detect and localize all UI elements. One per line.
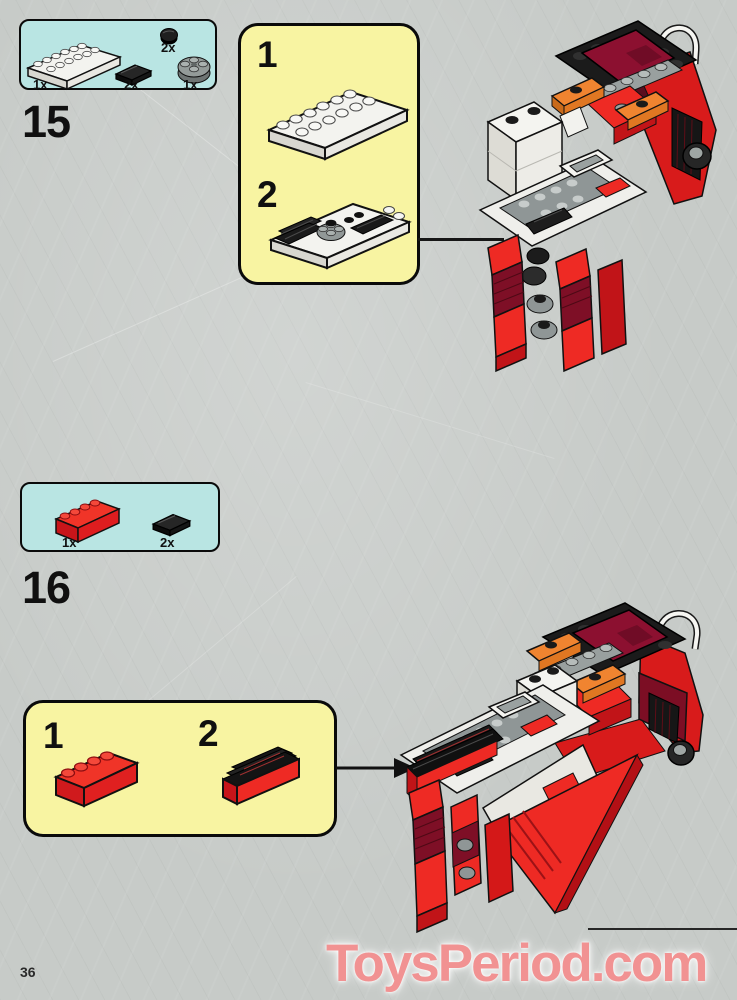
- footer-rule: [588, 928, 737, 930]
- black-tile-1x2-graphic: [151, 513, 192, 537]
- model-preview-step-16: [399, 602, 704, 934]
- substep-number: 2: [198, 713, 219, 754]
- substep-2-brick-tiles-graphic: [221, 746, 301, 806]
- step-number-16: 16: [22, 562, 71, 613]
- callout-arrow: [336, 758, 416, 778]
- part-qty: 1x: [183, 77, 198, 92]
- model-preview-step-15: [478, 20, 717, 373]
- substep-number: 1: [43, 715, 64, 756]
- substep-number: 2: [257, 174, 278, 215]
- page-number: 36: [20, 964, 36, 980]
- substep-2-assembly-graphic: [268, 202, 412, 270]
- substep-1-plate-graphic: [266, 89, 410, 161]
- callout-leader-line: [418, 238, 504, 241]
- substeps-callout-step-16: 1 2: [23, 700, 337, 837]
- substep-number: 1: [257, 34, 278, 75]
- scratch-mark: [305, 382, 555, 459]
- black-round-plate-1x1-graphic: [160, 28, 178, 45]
- part-qty: 2x: [161, 40, 176, 55]
- part-qty: 1x: [33, 77, 48, 92]
- part-qty: 2x: [124, 77, 139, 92]
- scratch-mark: [143, 575, 297, 706]
- substep-1-red-brick-graphic: [53, 751, 140, 808]
- gray-round-plate-2x2-graphic: [177, 56, 211, 84]
- black-tile-1x2-graphic: [114, 64, 153, 86]
- parts-callout-step-15: 1x 2x 2x 1x: [19, 19, 217, 92]
- watermark: ToysPeriod.com: [326, 934, 708, 993]
- substeps-callout-step-15: 1 2: [238, 23, 420, 285]
- parts-callout-step-16: 1x 2x: [20, 482, 220, 552]
- part-qty: 2x: [160, 535, 175, 550]
- part-qty: 1x: [62, 535, 77, 550]
- step-number-15: 15: [22, 96, 71, 147]
- white-plate-2x6-graphic: [25, 42, 123, 91]
- red-brick-1x4-graphic: [54, 499, 121, 544]
